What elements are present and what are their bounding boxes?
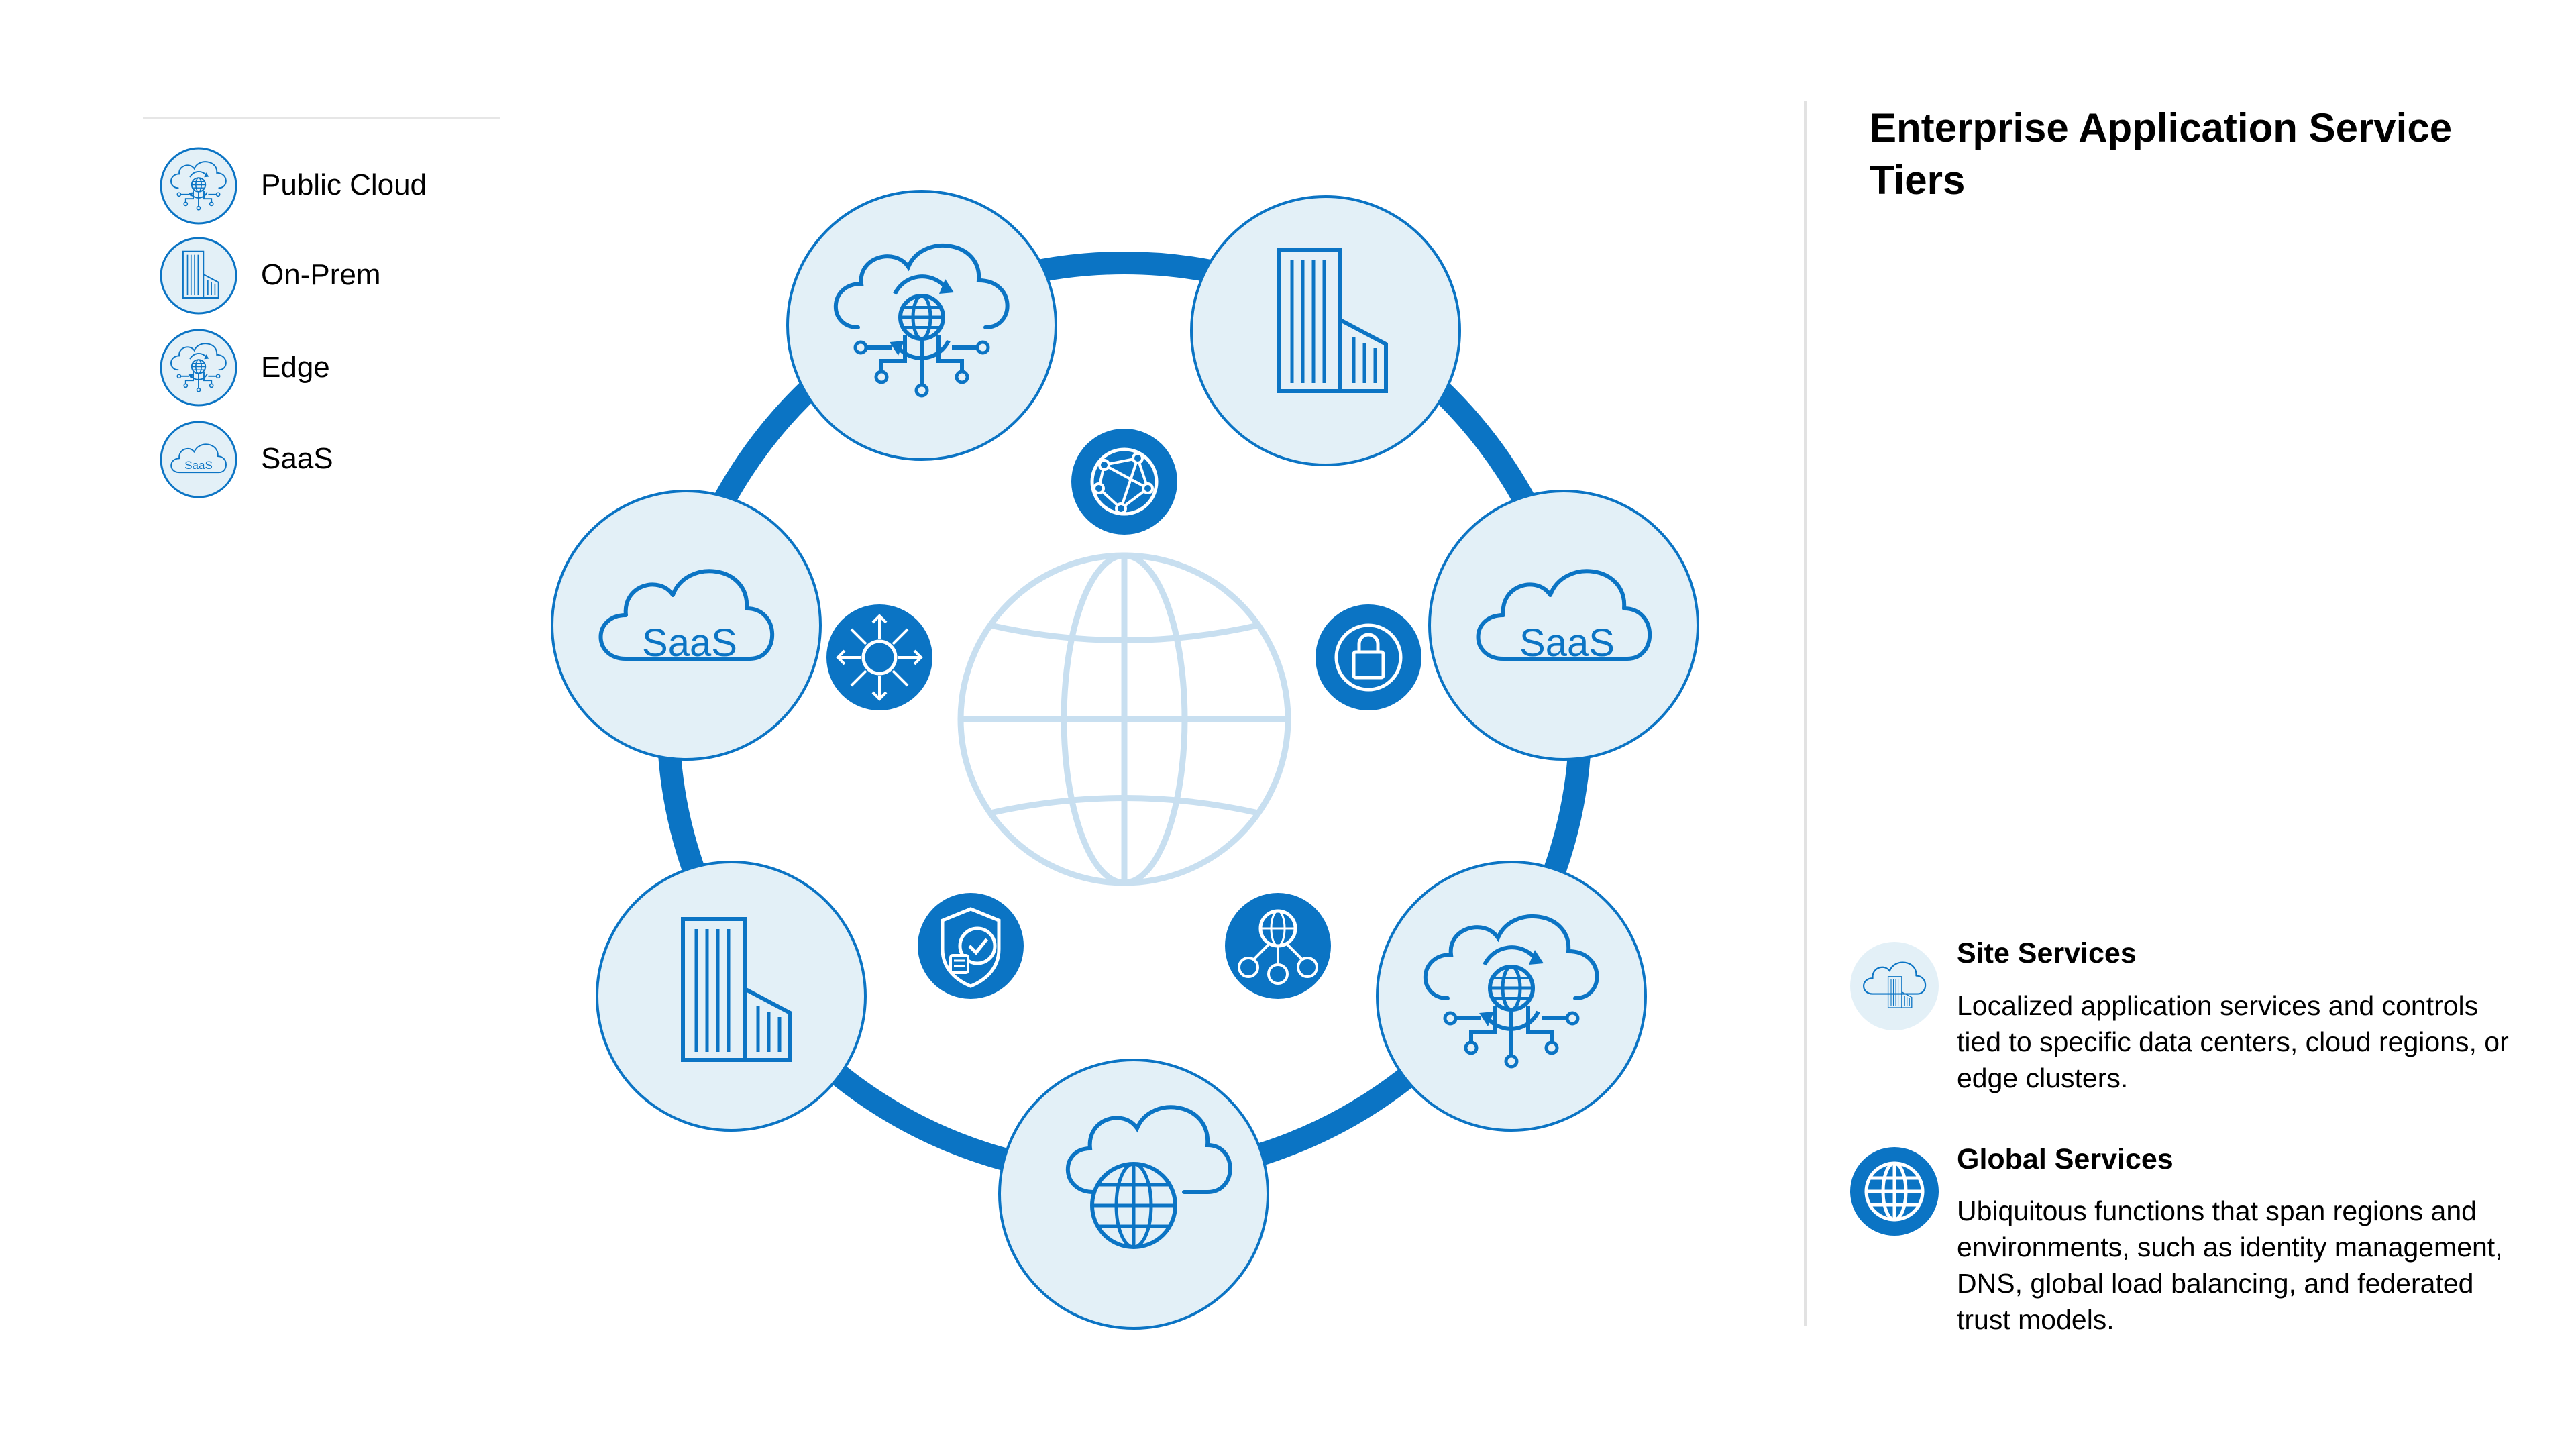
globe-icon (957, 552, 1291, 886)
ring-node-bottom-left-on-prem (596, 861, 867, 1132)
site-services-icon (1850, 942, 1939, 1030)
legend: SaaS (160, 147, 237, 498)
page-title: Enterprise Application Service Tiers (1870, 105, 2453, 203)
ring-node-saas-text: SaaS (642, 621, 737, 665)
legend-item-edge (160, 329, 237, 407)
global-service-lock (1316, 604, 1421, 710)
legend-item-public-cloud (160, 147, 237, 225)
global-services-heading: Global Services (1957, 1143, 2174, 1175)
global-service-distribution (826, 604, 932, 710)
ring-node-top-left-public-cloud (786, 190, 1057, 461)
global-service-shield (918, 893, 1024, 999)
ring-node-right-saas: SaaS (1428, 490, 1699, 761)
site-services-heading: Site Services (1957, 937, 2137, 969)
legend-item-saas: SaaS (160, 421, 237, 498)
legend-item-on-prem (160, 237, 237, 315)
site-services-description: Localized application services and contr… (1957, 990, 2509, 1093)
ring-node-bottom-public-cloud (998, 1059, 1269, 1330)
global-service-load-balancer (1225, 893, 1331, 999)
ring-node-bottom-right-edge (1376, 861, 1647, 1132)
panel-divider (1804, 101, 1807, 1326)
ring-node-top-right-on-prem (1190, 195, 1461, 466)
legend-label-saas: SaaS (261, 442, 333, 475)
legend-label-on-prem: On-Prem (261, 258, 381, 291)
legend-label-edge: Edge (261, 351, 330, 384)
global-services-icon (1850, 1147, 1939, 1236)
ring-node-saas-text: SaaS (1519, 621, 1615, 665)
legend-saas-mini-text: SaaS (184, 459, 213, 472)
global-services-description: Ubiquitous functions that span regions a… (1957, 1195, 2503, 1335)
global-service-network (1071, 429, 1177, 535)
ring-node-left-saas: SaaS (551, 490, 822, 761)
legend-divider (143, 117, 500, 119)
legend-label-public-cloud: Public Cloud (261, 168, 427, 201)
